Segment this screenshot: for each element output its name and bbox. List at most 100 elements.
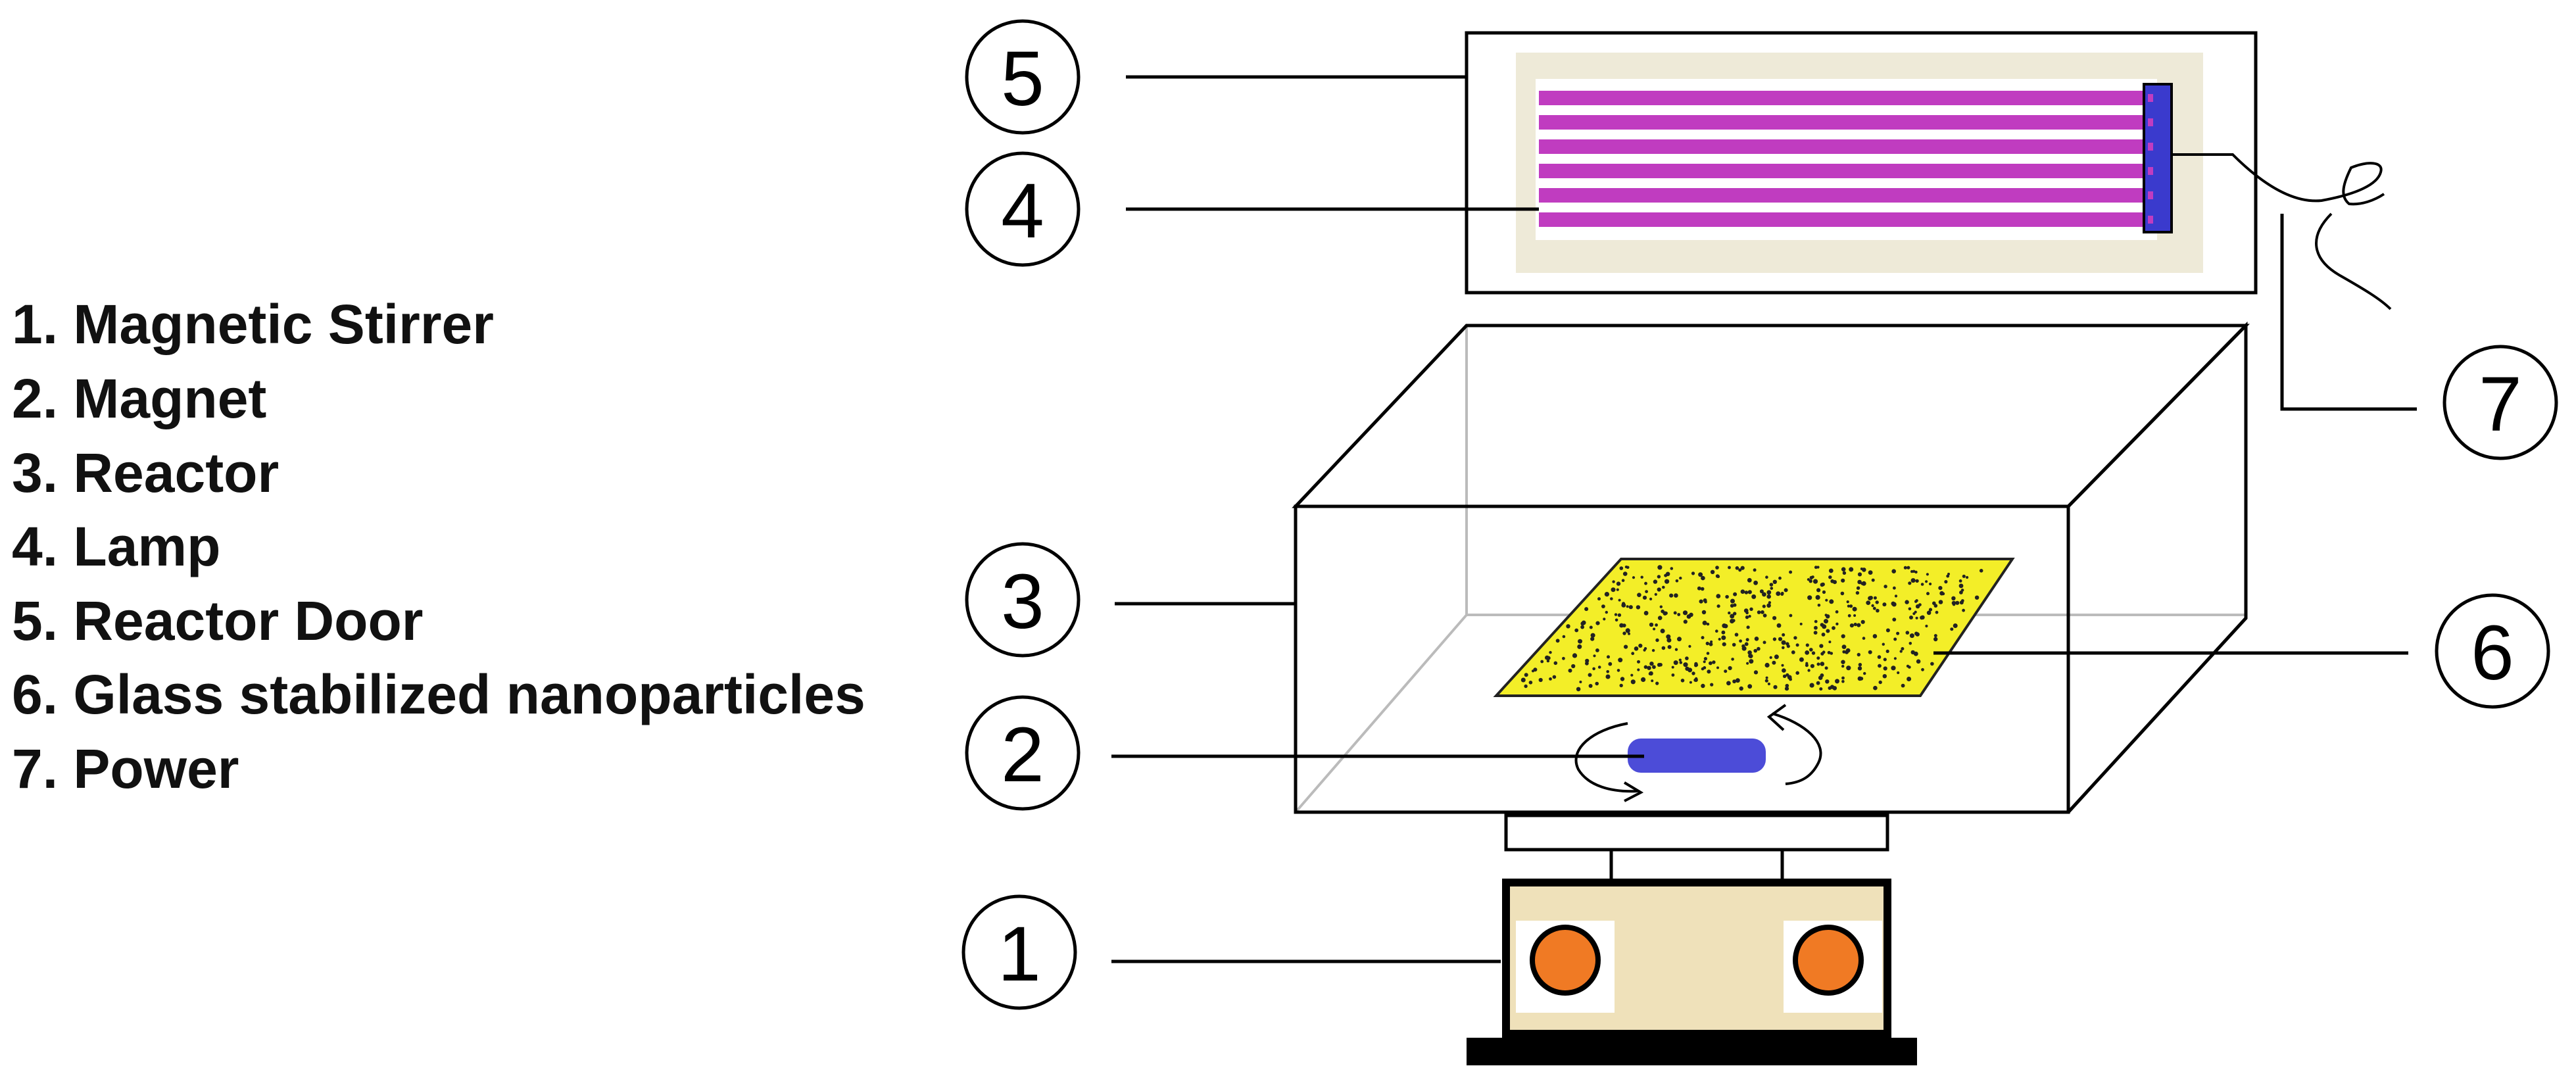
nanoparticle-dot	[1628, 605, 1633, 610]
nanoparticle-dot	[1781, 664, 1784, 667]
nanoparticle-dot	[1605, 674, 1611, 679]
nanoparticle-dot	[1740, 566, 1745, 570]
nanoparticle-dot	[1673, 611, 1677, 615]
nanoparticle-dot	[1617, 613, 1622, 617]
nanoparticle-dot	[1640, 575, 1643, 579]
nanoparticle-dot	[1762, 641, 1766, 644]
nanoparticle-dot	[1612, 580, 1615, 583]
nanoparticle-dot	[1907, 566, 1910, 570]
nanoparticle-dot	[1859, 677, 1864, 681]
nanoparticle-dot	[1871, 604, 1874, 608]
nanoparticle-dot	[1579, 681, 1582, 683]
nanoparticle-dot	[1853, 614, 1857, 617]
nanoparticle-dot	[1706, 652, 1710, 655]
nanoparticle-dot	[1781, 640, 1786, 645]
nanoparticle-dot	[1841, 664, 1845, 668]
nanoparticle-dot	[1821, 633, 1826, 637]
nanoparticle-dot	[1524, 684, 1528, 689]
nanoparticle-dot	[1745, 611, 1749, 615]
nanoparticle-dot	[1933, 634, 1937, 638]
nanoparticle-dot	[1744, 591, 1749, 594]
legend-item-nanoparticles: 6. Glass stabilized nanoparticles	[12, 664, 865, 725]
nanoparticle-dot	[1745, 638, 1749, 642]
nanoparticle-dot	[1883, 666, 1887, 671]
nanoparticle-dot	[1710, 570, 1715, 574]
reactor-door	[1465, 31, 2392, 310]
nanoparticle-dot	[1926, 610, 1932, 616]
nanoparticle-dot	[1540, 660, 1544, 664]
nanoparticle-dot	[1830, 652, 1834, 655]
nanoparticle-dot	[1636, 605, 1641, 610]
nanoparticle-dot	[1682, 610, 1688, 616]
nanoparticle-dot	[1728, 611, 1731, 615]
nanoparticle-dot	[1846, 600, 1849, 604]
nanoparticle-dot	[1925, 624, 1928, 628]
nanoparticle-dot	[1705, 641, 1709, 646]
nanoparticle-dot	[1891, 569, 1896, 573]
legend-item-power: 7. Power	[12, 738, 239, 800]
lamp-tube	[1539, 139, 2147, 154]
nanoparticle-dot	[1747, 590, 1752, 594]
magnet-bar	[1628, 739, 1766, 773]
nanoparticle-dot	[1677, 637, 1682, 642]
nanoparticle-dot	[1589, 625, 1593, 629]
nanoparticle-dot	[1768, 601, 1772, 604]
nanoparticle-dot	[1915, 632, 1920, 637]
callout-3: 3	[965, 542, 1081, 658]
nanoparticle-dot	[1858, 663, 1862, 667]
nanoparticle-dot	[1642, 595, 1647, 600]
callout-number: 1	[998, 911, 1041, 998]
nanoparticle-dot	[1666, 634, 1671, 639]
nanoparticle-dot	[1789, 677, 1793, 681]
nanoparticle-dot	[1728, 566, 1731, 570]
nanoparticle-dot	[1883, 585, 1887, 589]
nanoparticle-dot	[1873, 685, 1878, 691]
nanoparticle-dot	[1616, 588, 1619, 591]
nanoparticle-dot	[1810, 664, 1814, 668]
nanoparticle-dot	[1822, 590, 1826, 594]
nanoparticle-dot	[1614, 613, 1618, 616]
nanoparticle-dot	[1683, 619, 1688, 624]
nanoparticle-dot	[1728, 666, 1732, 671]
nanoparticle-dot	[1651, 679, 1654, 683]
nanoparticle-dot	[1632, 576, 1636, 579]
nanoparticle-dot	[1588, 673, 1592, 677]
callout-5: 5	[965, 19, 1081, 135]
nanoparticle-dot	[1885, 628, 1890, 633]
nanoparticle-dot	[1702, 620, 1707, 625]
nanoparticle-dot	[1626, 605, 1629, 608]
nanoparticle-dot	[1736, 678, 1740, 683]
nanoparticle-dot	[1671, 673, 1675, 677]
nanoparticle-dot	[1846, 666, 1851, 671]
nanoparticle-dot	[1721, 630, 1726, 635]
nanoparticle-dot	[1807, 595, 1812, 600]
nanoparticle-dot	[1715, 574, 1720, 578]
nanoparticle-dot	[1715, 629, 1718, 633]
nanoparticle-dot	[1841, 680, 1845, 683]
nanoparticle-dot	[1782, 674, 1787, 679]
nanoparticle-dot	[1615, 618, 1618, 622]
nanoparticle-dot	[1653, 579, 1658, 584]
nanoparticle-dot	[1893, 586, 1896, 590]
nanoparticle-dot	[1784, 588, 1788, 593]
nanoparticle-dot	[1764, 679, 1768, 683]
nanoparticle-dot	[1739, 639, 1743, 643]
nanoparticle-dot	[1641, 677, 1646, 682]
nanoparticle-dot	[1762, 604, 1766, 608]
nanoparticle-dot	[1747, 650, 1752, 655]
nanoparticle-dot	[1653, 627, 1656, 631]
nanoparticle-dot	[1935, 610, 1939, 614]
nanoparticle-dot	[1828, 568, 1834, 573]
nanoparticle-dot	[1674, 648, 1678, 651]
nanoparticle-dot	[1766, 603, 1771, 608]
nanoparticle-dot	[1809, 648, 1813, 652]
nanoparticle-dot	[1828, 575, 1832, 579]
nanoparticle-dot	[1608, 662, 1613, 666]
nanoparticle-dot	[1697, 586, 1701, 591]
nanoparticle-dot	[1703, 660, 1706, 664]
nanoparticle-dot	[1933, 637, 1938, 642]
nanoparticle-dot	[1562, 656, 1565, 660]
nanoparticle-dot	[1847, 614, 1851, 618]
nanoparticle-dot	[1552, 675, 1557, 679]
callout-2: 2	[965, 695, 1081, 811]
